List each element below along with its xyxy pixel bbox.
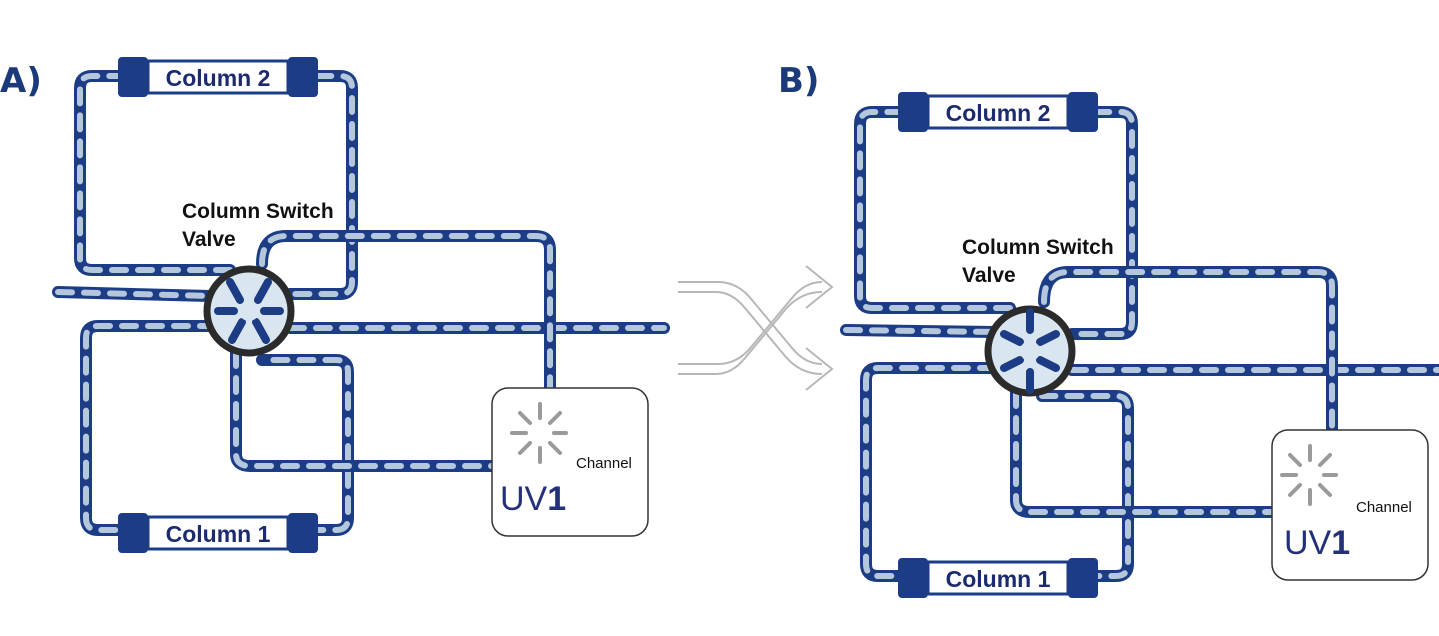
panel-b-column-1-label: Column 1 xyxy=(946,566,1051,592)
column-body xyxy=(926,560,1070,596)
crossing-arrows-icon xyxy=(678,265,834,391)
fitting-left xyxy=(898,558,928,598)
fitting-right xyxy=(288,513,318,553)
valve-center xyxy=(1020,341,1040,361)
valve-ports xyxy=(1000,308,1060,394)
panel-b-valve-label-line2: Valve xyxy=(962,264,1016,287)
fitting-right xyxy=(1068,558,1098,598)
detector-box xyxy=(1271,429,1429,581)
panel-a-valve-label-line2: Valve xyxy=(182,228,236,251)
fitting-left xyxy=(118,513,148,553)
panel-b-column-2-label: Column 2 xyxy=(946,100,1051,126)
column-body xyxy=(146,59,290,95)
panel-a-uv-num: 1 xyxy=(547,480,566,518)
fitting-right xyxy=(1068,92,1098,132)
valve-center xyxy=(239,301,259,321)
valve-ports xyxy=(214,278,284,344)
fitting-left xyxy=(898,92,928,132)
panel-a-column-2: Column 2 xyxy=(118,57,318,97)
panel-a-label: A) xyxy=(0,61,42,101)
panel-a-column-1: Column 1 xyxy=(118,513,318,553)
column-body xyxy=(926,94,1070,130)
panel-a-valve-label-line1: Column Switch xyxy=(182,200,334,223)
panel-a: A) Column 2 xyxy=(0,57,670,553)
panel-a-detector-channel-label: Channel xyxy=(576,455,632,472)
panel-a-switch-valve xyxy=(203,265,295,357)
panel-b-uv-text: UV xyxy=(1284,524,1332,562)
panel-b-uv-detector: Channel UV1 xyxy=(1271,429,1429,581)
panel-b-label: B) xyxy=(778,61,819,101)
panel-b-detector-uv-label: UV1 xyxy=(1284,524,1350,562)
detector-box xyxy=(491,387,649,537)
panel-a-detector-uv-label: UV1 xyxy=(500,480,566,518)
panel-a-column-2-label: Column 2 xyxy=(166,65,271,91)
column-body xyxy=(146,515,290,551)
panel-a-uv-detector: Channel UV1 xyxy=(491,387,649,537)
panel-b: B) Column 2 xyxy=(778,61,1439,598)
panel-a-column-1-label: Column 1 xyxy=(166,521,271,547)
panel-b-column-2: Column 2 xyxy=(898,92,1098,132)
panel-b-switch-valve xyxy=(984,305,1076,397)
lamp-burst-icon xyxy=(1280,444,1338,506)
lamp-burst-icon xyxy=(510,402,568,464)
panel-b-valve-label-line1: Column Switch xyxy=(962,236,1114,259)
fitting-right xyxy=(288,57,318,97)
fitting-left xyxy=(118,57,148,97)
panel-b-detector-channel-label: Channel xyxy=(1356,499,1412,516)
panel-b-column-1: Column 1 xyxy=(898,558,1098,598)
panel-b-uv-num: 1 xyxy=(1331,524,1350,562)
panel-a-uv-text: UV xyxy=(500,480,548,518)
